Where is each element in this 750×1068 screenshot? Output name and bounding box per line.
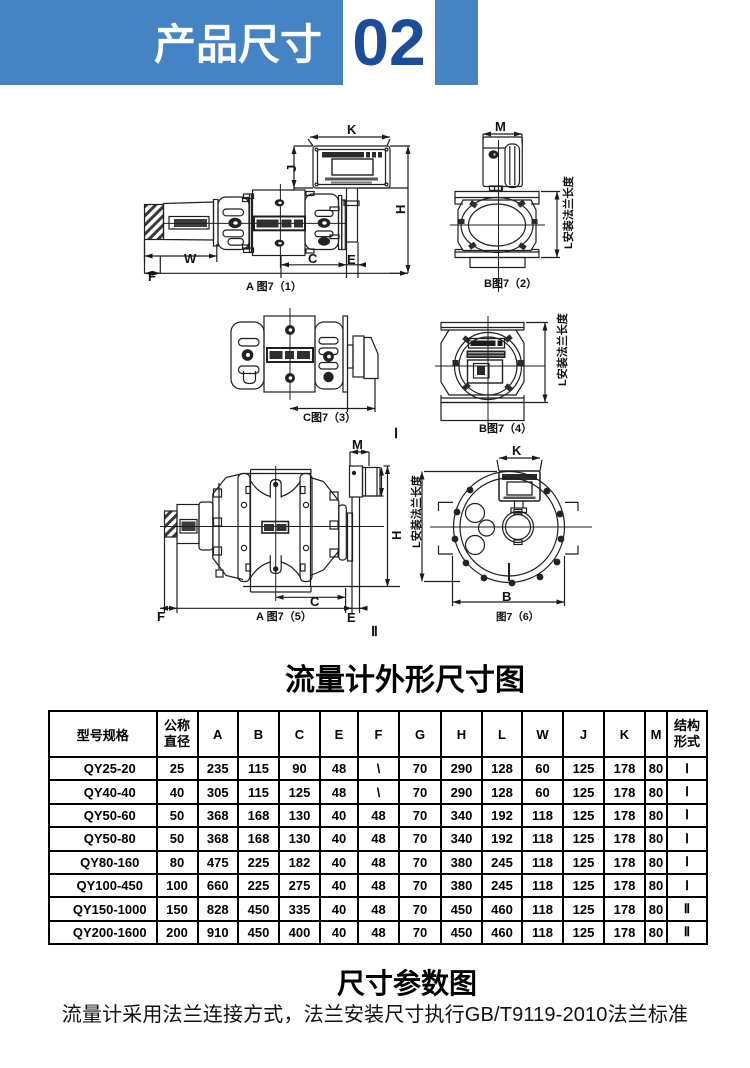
svg-text:A 图7（1）: A 图7（1） xyxy=(246,280,302,293)
svg-text:图7（6）: 图7（6） xyxy=(496,610,539,623)
svg-text:J: J xyxy=(284,165,299,172)
svg-text:H: H xyxy=(389,531,404,540)
svg-text:B图7（4）: B图7（4） xyxy=(479,422,532,435)
svg-text:W: W xyxy=(184,251,197,266)
svg-text:F: F xyxy=(157,609,165,624)
svg-text:C: C xyxy=(308,251,318,266)
svg-text:C: C xyxy=(310,594,320,609)
svg-text:K: K xyxy=(347,122,357,137)
svg-text:L安装法兰长度: L安装法兰长度 xyxy=(561,175,575,249)
svg-text:Ⅰ: Ⅰ xyxy=(394,427,398,442)
svg-text:H: H xyxy=(393,205,408,214)
svg-text:C图7（3）: C图7（3） xyxy=(303,411,356,424)
svg-text:L安装法兰长度: L安装法兰长度 xyxy=(555,312,569,386)
svg-text:A 图7（5）: A 图7（5） xyxy=(256,610,312,623)
svg-text:M: M xyxy=(495,119,506,134)
svg-text:M: M xyxy=(352,437,363,452)
svg-text:L安装法兰长度: L安装法兰长度 xyxy=(409,474,423,548)
svg-text:E: E xyxy=(347,252,356,267)
svg-text:B图7（2）: B图7（2） xyxy=(484,277,537,290)
svg-text:E: E xyxy=(347,610,356,625)
svg-text:B: B xyxy=(502,589,511,604)
svg-text:Ⅱ: Ⅱ xyxy=(371,625,378,640)
svg-text:K: K xyxy=(512,443,522,458)
svg-text:F: F xyxy=(148,269,156,284)
